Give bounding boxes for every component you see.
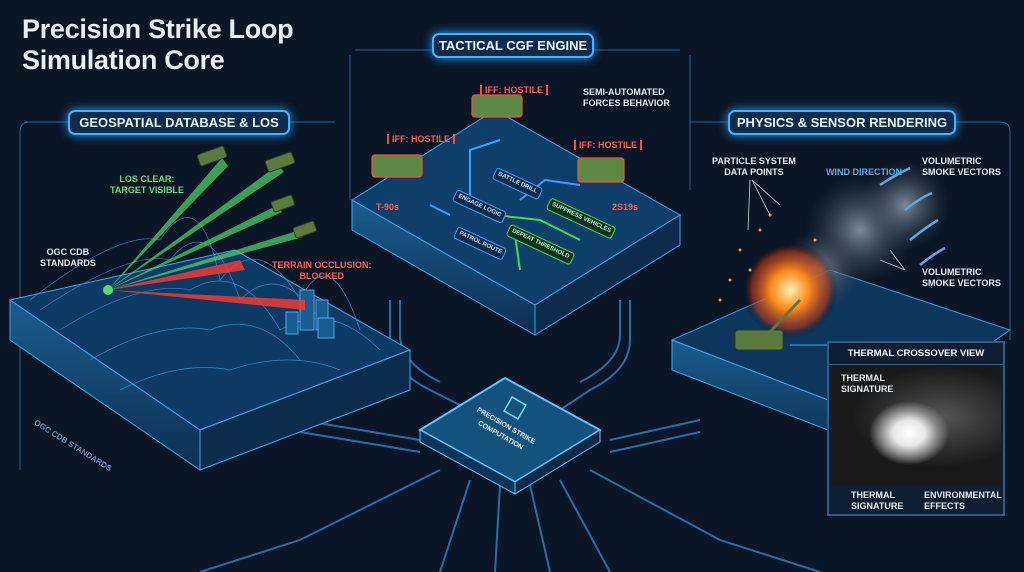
wind-label: WIND DIRECTION [826,167,902,177]
los-beams [103,158,305,310]
thermal-image [831,367,1001,485]
iff-badge: IFF: HOSTILE [574,140,642,150]
iff-badge: IFF: HOSTILE [480,85,548,95]
particle-leader-lines [747,179,906,271]
tank [734,329,784,351]
unit-label-right: 2S19s [612,202,639,212]
explosion [742,242,838,338]
los-clear-label: LOS CLEAR:TARGET VISIBLE [110,174,184,195]
iff-badge: IFF: HOSTILE [387,134,455,144]
hostile-units [371,94,625,183]
wind-arrows [879,166,946,266]
physics-frame [690,121,1011,340]
chip-icon [503,396,527,420]
thermal-header: THERMAL CROSSOVER VIEW [829,343,1003,365]
physics-header: PHYSICS & SENSOR RENDERING [728,110,956,135]
occlusion-label: TERRAIN OCCLUSION:BLOCKED [272,260,372,281]
unit-label-left: T-90s [376,202,400,212]
circuit-traces [199,300,821,572]
target-vehicles [196,145,317,239]
cgf-header: TACTICAL CGF ENGINE [432,33,594,58]
city-buildings [285,289,335,339]
geospatial-header: GEOSPATIAL DATABASE & LOS [68,110,290,135]
